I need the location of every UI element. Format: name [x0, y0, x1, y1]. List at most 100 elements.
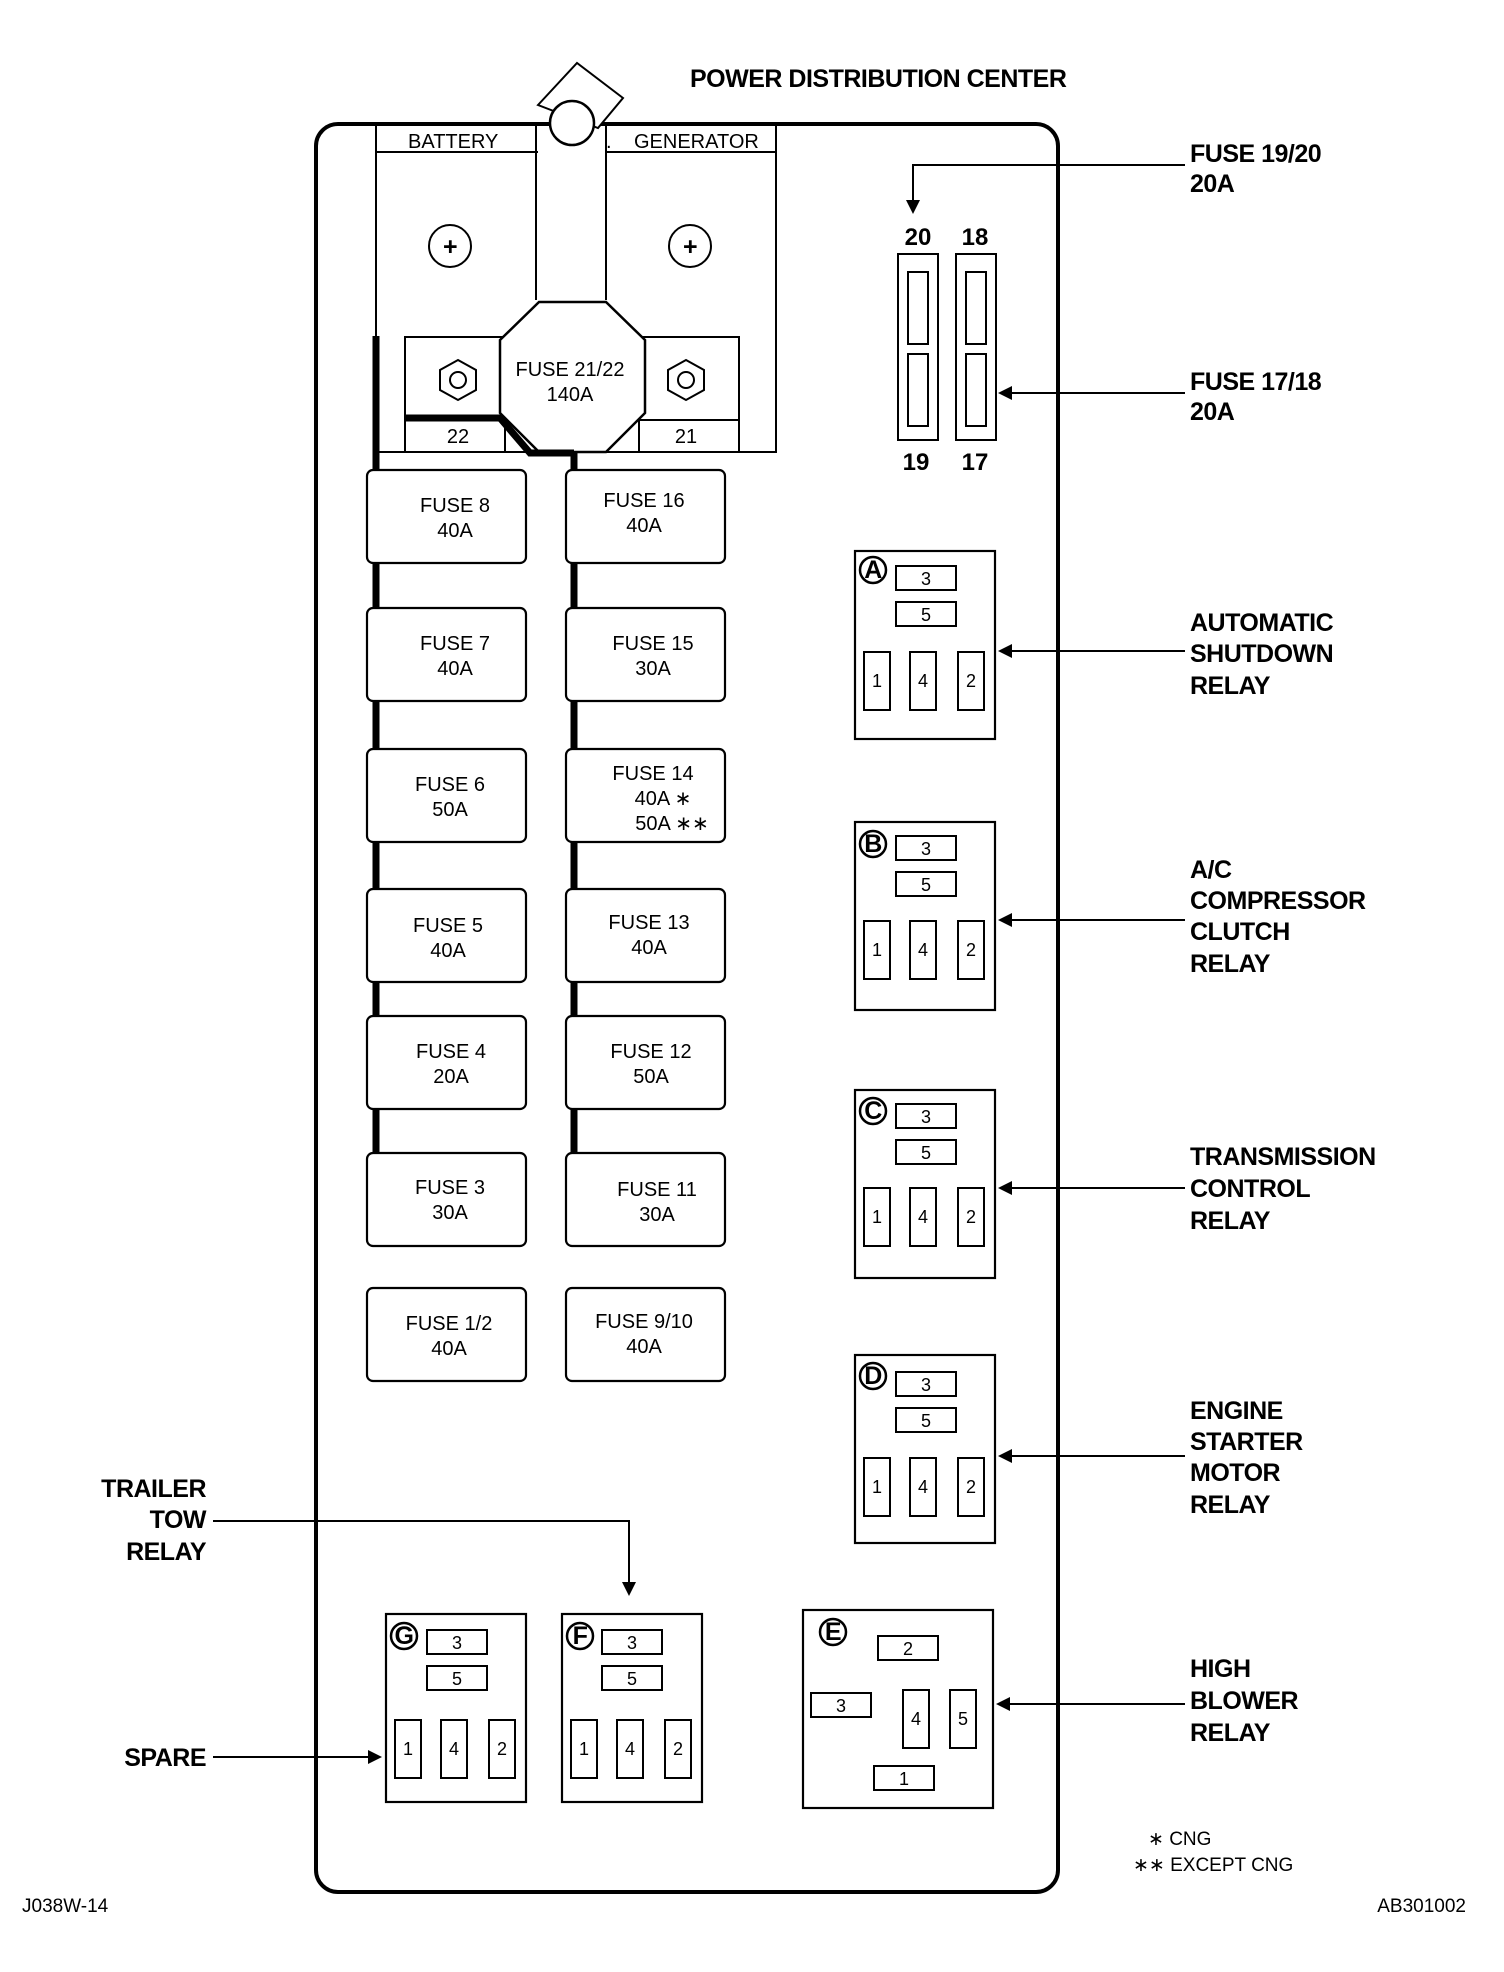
svg-text:RELAY: RELAY	[1190, 672, 1271, 700]
battery-plus-symbol: +	[443, 233, 457, 261]
svg-text:TRAILER: TRAILER	[101, 1475, 206, 1503]
mini-fuse-19-label: 19	[903, 449, 930, 476]
svg-text:3: 3	[921, 1375, 931, 1395]
svg-text:4: 4	[918, 1477, 928, 1497]
mini-fuse-20-label: 20	[905, 224, 932, 251]
svg-text:40A: 40A	[626, 1336, 662, 1358]
svg-text:B: B	[864, 830, 882, 858]
svg-text:3: 3	[452, 1633, 462, 1653]
relay-g: G 3 5 1 4 2	[384, 1612, 528, 1804]
fuse-11: FUSE 11 30A	[564, 1151, 727, 1248]
svg-text:40A: 40A	[437, 520, 473, 542]
fuse-1-2: FUSE 1/2 40A	[365, 1286, 528, 1383]
generator-plus-symbol: +	[683, 233, 697, 261]
svg-text:A: A	[864, 556, 882, 584]
svg-text:FUSE 12: FUSE 12	[610, 1041, 691, 1063]
bus-bar-link	[404, 414, 574, 457]
fuse-3: FUSE 3 30A	[365, 1151, 528, 1248]
svg-text:AUTOMATIC: AUTOMATIC	[1190, 609, 1334, 637]
svg-text:1: 1	[872, 940, 882, 960]
code-right: AB301002	[1377, 1896, 1466, 1917]
generator-plus-icon	[668, 224, 712, 268]
svg-text:3: 3	[836, 1696, 846, 1716]
legend-except-cng: ∗∗ EXCEPT CNG	[1133, 1855, 1293, 1876]
svg-text:FUSE 9/10: FUSE 9/10	[595, 1311, 693, 1333]
svg-text:FUSE 1/2: FUSE 1/2	[406, 1313, 493, 1335]
mini-fuse-19-20	[897, 253, 939, 441]
relay-f: F 3 5 1 4 2	[560, 1612, 704, 1804]
callout-transmission: TRANSMISSION CONTROL RELAY	[1190, 1143, 1376, 1235]
svg-text:30A: 30A	[432, 1202, 468, 1224]
svg-text:3: 3	[921, 1107, 931, 1127]
svg-text:20A: 20A	[433, 1066, 469, 1088]
callout-spare: SPARE	[124, 1744, 206, 1772]
svg-text:2: 2	[966, 940, 976, 960]
svg-text:5: 5	[921, 1143, 931, 1163]
svg-text:G: G	[395, 1622, 414, 1650]
svg-text:1: 1	[872, 1477, 882, 1497]
callout-trailer-tow: TRAILER TOW RELAY	[101, 1475, 207, 1566]
fuse-4: FUSE 4 20A	[365, 1014, 528, 1111]
svg-text:FUSE 16: FUSE 16	[603, 490, 684, 512]
fuse-7: FUSE 7 40A	[365, 606, 528, 703]
svg-text:CONTROL: CONTROL	[1190, 1175, 1310, 1203]
main-fuse-21-22	[498, 300, 647, 454]
svg-text:FUSE 7: FUSE 7	[420, 633, 490, 655]
svg-text:3: 3	[921, 569, 931, 589]
svg-text:COMPRESSOR: COMPRESSOR	[1190, 887, 1366, 915]
fuse-5: FUSE 5 40A	[365, 887, 528, 984]
svg-text:5: 5	[921, 1411, 931, 1431]
svg-text:RELAY: RELAY	[1190, 1491, 1271, 1519]
svg-text:40A: 40A	[430, 940, 466, 962]
arrow-fuse-19-20	[906, 164, 1185, 214]
svg-text:CLUTCH: CLUTCH	[1190, 918, 1290, 946]
svg-text:5: 5	[627, 1669, 637, 1689]
svg-text:50A: 50A	[432, 799, 468, 821]
svg-text:1: 1	[872, 671, 882, 691]
svg-text:FUSE 13: FUSE 13	[608, 912, 689, 934]
svg-text:4: 4	[911, 1709, 921, 1729]
svg-text:2: 2	[966, 1477, 976, 1497]
svg-text:5: 5	[921, 875, 931, 895]
svg-text:40A: 40A	[431, 1338, 467, 1360]
fuse-15: FUSE 15 30A	[564, 606, 727, 703]
svg-text:RELAY: RELAY	[1190, 950, 1271, 978]
terminal-22-label: 22	[447, 426, 469, 448]
svg-text:FUSE 3: FUSE 3	[415, 1177, 485, 1199]
svg-text:FUSE 4: FUSE 4	[416, 1041, 486, 1063]
svg-text:STARTER: STARTER	[1190, 1428, 1303, 1456]
svg-text:3: 3	[921, 839, 931, 859]
fuse-12: FUSE 12 50A	[564, 1014, 727, 1111]
svg-text:3: 3	[627, 1633, 637, 1653]
relay-c: C 3 5 1 4 2	[853, 1088, 997, 1280]
battery-plus-icon	[428, 224, 472, 268]
svg-text:BLOWER: BLOWER	[1190, 1687, 1299, 1715]
svg-text:5: 5	[921, 605, 931, 625]
svg-text:2: 2	[673, 1739, 683, 1759]
svg-text:30A: 30A	[639, 1204, 675, 1226]
relay-b: B 3 5 1 4 2	[853, 820, 997, 1012]
callout-fuse-19-20: FUSE 19/20 20A	[1190, 140, 1322, 198]
callout-high-blower: HIGH BLOWER RELAY	[1190, 1655, 1299, 1747]
svg-text:FUSE 6: FUSE 6	[415, 774, 485, 796]
svg-text:4: 4	[449, 1739, 459, 1759]
svg-text:5: 5	[958, 1709, 968, 1729]
svg-text:30A: 30A	[635, 658, 671, 680]
svg-text:RELAY: RELAY	[126, 1538, 207, 1566]
svg-text:FUSE 5: FUSE 5	[413, 915, 483, 937]
svg-text:FUSE 8: FUSE 8	[420, 495, 490, 517]
relay-a: A 3 5 1 4 2	[853, 549, 997, 741]
relay-d: D 3 5 1 4 2	[853, 1353, 997, 1545]
generator-separator: .	[606, 131, 612, 153]
svg-text:1: 1	[403, 1739, 413, 1759]
svg-text:ENGINE: ENGINE	[1190, 1397, 1283, 1425]
svg-text:D: D	[864, 1362, 882, 1390]
svg-text:FUSE 19/20: FUSE 19/20	[1190, 140, 1321, 168]
svg-text:TOW: TOW	[150, 1506, 207, 1534]
svg-text:HIGH: HIGH	[1190, 1655, 1251, 1683]
svg-text:1: 1	[872, 1207, 882, 1227]
callout-starter: ENGINE STARTER MOTOR RELAY	[1190, 1397, 1304, 1519]
svg-text:20A: 20A	[1190, 398, 1235, 426]
svg-text:FUSE 14: FUSE 14	[612, 763, 693, 785]
